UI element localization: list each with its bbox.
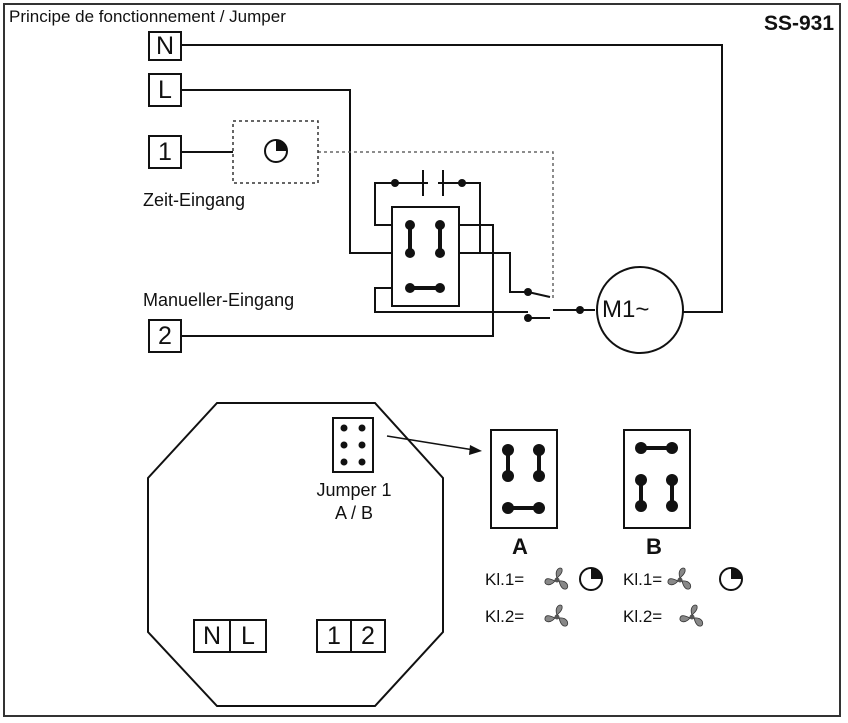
variant-a-label: A: [512, 534, 528, 559]
motor-label: M1~: [602, 296, 650, 323]
device-terminal-1: 1: [316, 619, 352, 653]
jumper-variant-b: [623, 429, 691, 529]
jumper-label-variants: A / B: [334, 503, 374, 523]
model-code: SS-931: [763, 12, 834, 35]
wire-t2: [182, 224, 494, 337]
manual-input-label: Manueller-Eingang: [143, 290, 295, 310]
variant-a-kl2: Kl.2=: [485, 607, 525, 626]
wire-n: [182, 44, 723, 313]
jumper-header: [332, 417, 374, 473]
device-terminal-n: N: [193, 619, 231, 653]
terminal-l: L: [148, 73, 182, 107]
fan-fast-icon: [667, 567, 692, 590]
motor-circle: [596, 266, 684, 354]
relay-box: [391, 206, 460, 307]
timer-icon: [579, 567, 603, 591]
timer-icon: [264, 139, 288, 163]
fan-fast-icon: [544, 604, 569, 627]
wire-switch: [458, 252, 528, 293]
terminal-1: 1: [148, 135, 182, 169]
jumper-label: Jumper 1: [316, 480, 392, 500]
fan-icon: [679, 604, 704, 627]
terminal-n: N: [148, 31, 182, 61]
timer-input-label: Zeit-Eingang: [143, 190, 246, 210]
device-terminal-2: 2: [350, 619, 386, 653]
jumper-variant-a: [490, 429, 558, 529]
wire-l: [182, 89, 393, 254]
diagram-title: Principe de fonctionnement / Jumper: [9, 7, 286, 26]
fan-icon: [544, 567, 569, 590]
variant-b-kl1: Kl.1=: [623, 570, 663, 589]
device-outline: [147, 402, 444, 707]
variant-b-kl2: Kl.2=: [623, 607, 663, 626]
jumper-arrow: [386, 435, 482, 455]
timer-control-line: [318, 151, 554, 298]
device-terminal-l: L: [229, 619, 267, 653]
variant-a-kl1: Kl.1=: [485, 570, 525, 589]
timer-icon: [719, 567, 743, 591]
diagram-frame: [3, 3, 841, 717]
terminal-2: 2: [148, 319, 182, 353]
variant-b-label: B: [646, 534, 662, 559]
